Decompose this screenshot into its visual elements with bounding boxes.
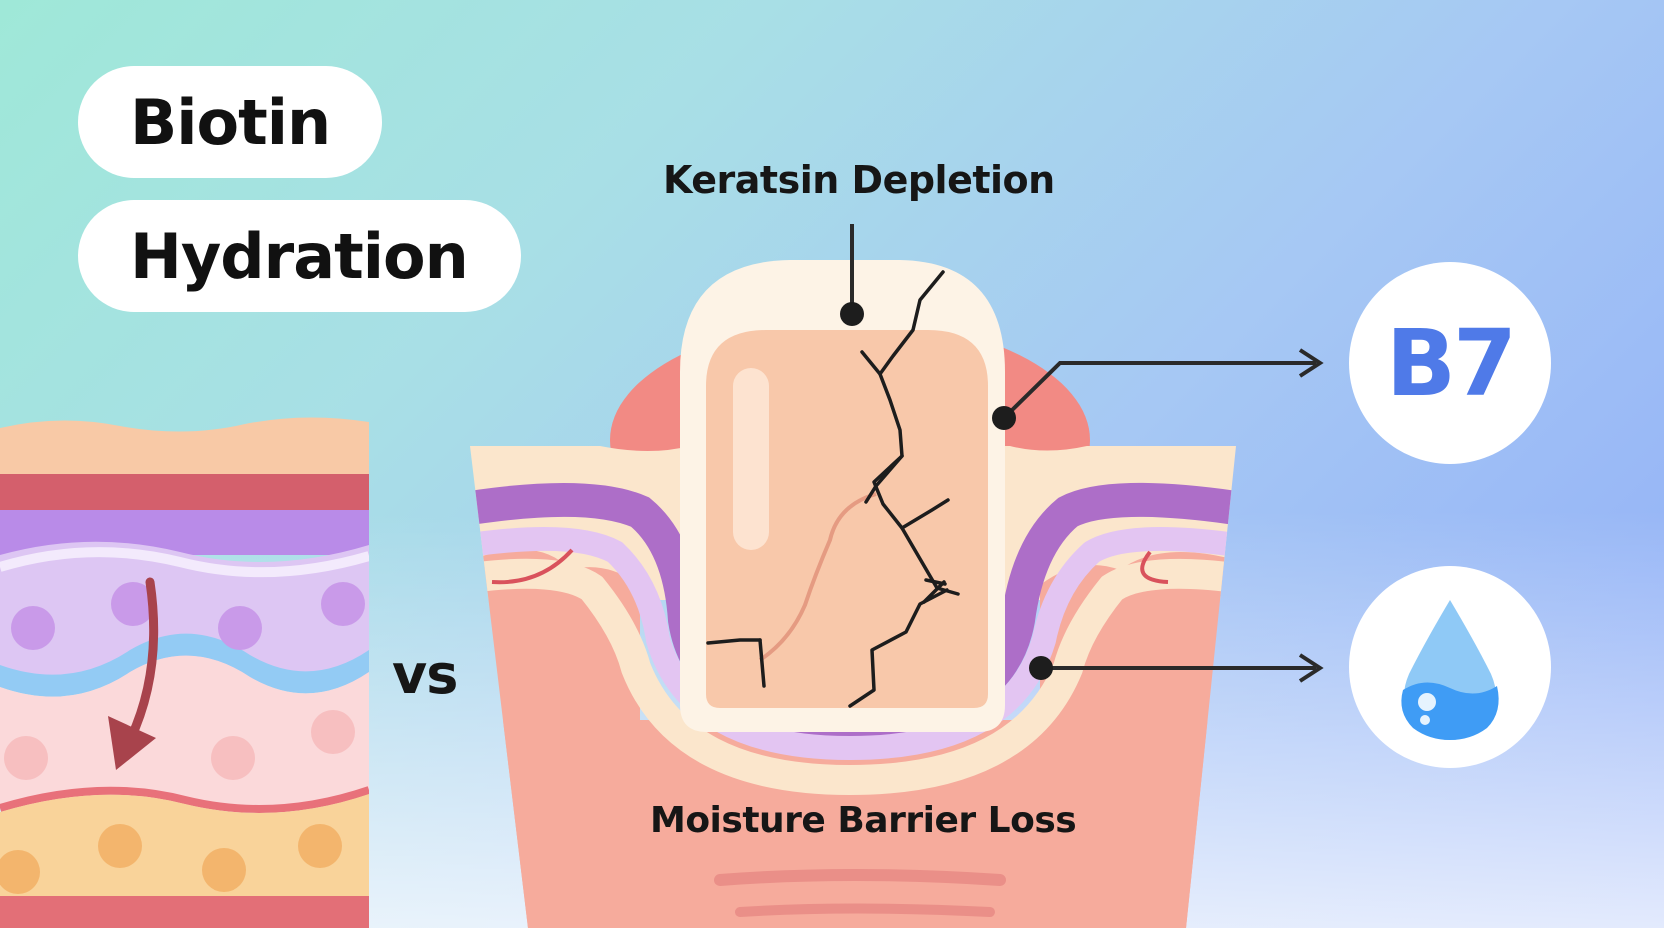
finger-stripe-1 [714,869,1006,886]
skin-layers-cross-section [0,417,369,928]
callout-hydration-dot [1029,656,1053,680]
hydration-pill: Hydration [78,200,521,312]
skin-pink-layer [0,655,369,805]
skin-red-wave [0,786,369,813]
water-drop-icon [1401,600,1499,740]
skin-white-wave [0,547,369,578]
nail-cracks [706,270,960,708]
penetration-arrow [125,577,159,745]
vs-label: vs [392,643,458,706]
biotin-pill: Biotin [78,66,382,178]
vitamin-b7-text: B7 [1385,309,1517,417]
cells-pink [4,710,355,780]
water-drop-badge [1349,566,1551,768]
capillary-left [491,548,574,585]
keratin-depletion-label: Keratsin Depletion [663,158,1055,202]
skin-bottom-band [0,896,369,928]
skin-blue-wave [0,633,369,697]
skin-dark-band [0,474,369,512]
nail-plate [706,330,988,708]
capillary-right [1140,550,1169,584]
callout-b7-dot [992,406,1016,430]
skin-yellow-layer [0,794,369,898]
finger-cross-section [470,260,1236,928]
hydration-label: Hydration [130,219,469,293]
callout-b7 [1002,348,1324,420]
skin-top-layer [0,417,369,480]
finger-stripe-2 [735,903,995,917]
nail-shine [733,368,769,550]
lavender-layer [470,526,1236,761]
penetration-arrow-head [108,716,156,770]
biotin-label: Biotin [130,85,331,159]
faint-crack [758,492,877,662]
callout-hydration [1041,653,1324,683]
moisture-barrier-loss-label: Moisture Barrier Loss [650,800,1077,841]
cream-layer [470,558,1236,796]
skin-light-purple-layer [0,541,369,685]
cells-purple [11,582,365,650]
callout-keratin-dot [840,302,864,326]
vitamin-b7-badge: B7 [1349,262,1551,464]
cells-orange [0,824,342,894]
